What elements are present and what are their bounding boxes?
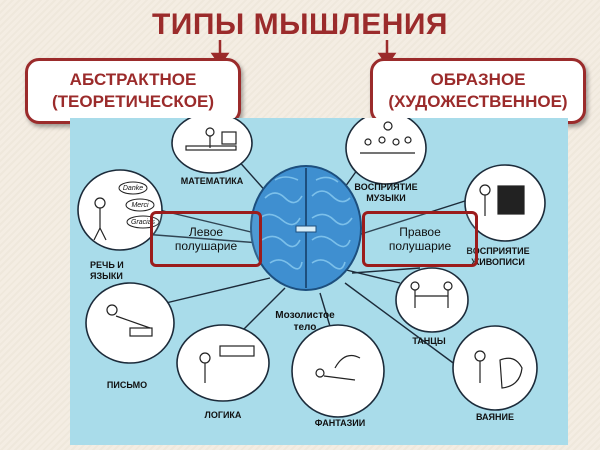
circle-dance xyxy=(395,267,469,333)
label-dance: ТАНЦЫ xyxy=(412,336,446,346)
label-writing: ПИСЬМО xyxy=(106,380,148,390)
sculpture-shape xyxy=(499,357,523,389)
painting-canvas xyxy=(497,185,525,215)
conductor-figure-head xyxy=(383,121,393,131)
brain-diagram: МАТЕМАТИКА ВОСПРИЯТИЕ МУЗЫКИ РЕЧЬ И ЯЗЫК… xyxy=(70,118,568,445)
label-painting: ВОСПРИЯТИЕ ЖИВОПИСИ xyxy=(448,246,548,268)
brain-image xyxy=(250,165,362,291)
card-abstract-line1: АБСТРАКТНОЕ xyxy=(69,70,197,89)
label-painting-line2: ЖИВОПИСИ xyxy=(471,257,525,267)
label-fantasy: ФАНТАЗИИ xyxy=(314,418,366,428)
label-math: МАТЕМАТИКА xyxy=(180,176,244,186)
label-sculpture: ВАЯНИЕ xyxy=(476,412,514,422)
card-abstract: АБСТРАКТНОЕ (ТЕОРЕТИЧЕСКОЕ) xyxy=(25,58,241,124)
bubble-merci: Merci xyxy=(131,202,149,209)
left-hemisphere-box: Левое полушарие xyxy=(150,211,262,267)
corpus-line1: Мозолистое xyxy=(275,310,335,321)
left-hemisphere-line1: Левое xyxy=(188,225,224,239)
right-hemisphere-box: Правое полушарие xyxy=(362,211,478,267)
right-hemisphere-line1: Правое xyxy=(399,225,441,239)
logic-chalkboard xyxy=(219,345,255,357)
circle-fantasy xyxy=(291,324,385,418)
label-speech-line2: ЯЗЫКИ xyxy=(90,271,123,281)
card-abstract-line2: (ТЕОРЕТИЧЕСКОЕ) xyxy=(51,92,215,111)
computer-icon xyxy=(221,131,237,145)
bubble-gracias: Gracias xyxy=(130,219,156,226)
card-figurative-line1: ОБРАЗНОЕ xyxy=(430,70,526,89)
right-hemisphere-line2: полушарие xyxy=(388,239,452,253)
card-figurative: ОБРАЗНОЕ (ХУДОЖЕСТВЕННОЕ) xyxy=(370,58,586,124)
circle-music xyxy=(345,118,427,185)
circle-logic xyxy=(176,324,270,402)
wing-shape xyxy=(334,355,361,369)
label-painting-line1: ВОСПРИЯТИЕ xyxy=(466,246,530,256)
card-figurative-line2: (ХУДОЖЕСТВЕННОЕ) xyxy=(388,92,568,111)
label-speech-line1: РЕЧЬ И xyxy=(90,260,124,270)
corpus-callosum-label: Мозолистое тело xyxy=(260,310,350,334)
circle-writing xyxy=(85,282,175,364)
label-music-line1: ВОСПРИЯТИЕ xyxy=(354,182,418,192)
bubble-danke: Danke xyxy=(122,185,144,192)
label-speech: РЕЧЬ И ЯЗЫКИ xyxy=(90,260,150,282)
page-title: ТИПЫ МЫШЛЕНИЯ xyxy=(151,8,448,41)
label-music-line2: МУЗЫКИ xyxy=(366,193,406,203)
label-music: ВОСПРИЯТИЕ МУЗЫКИ xyxy=(344,182,428,204)
left-hemisphere-line2: полушарие xyxy=(174,239,238,253)
label-logic: ЛОГИКА xyxy=(204,410,242,420)
corpus-line2: тело xyxy=(293,322,317,333)
writer-figure-head xyxy=(106,304,118,316)
circle-sculpture xyxy=(452,325,538,411)
